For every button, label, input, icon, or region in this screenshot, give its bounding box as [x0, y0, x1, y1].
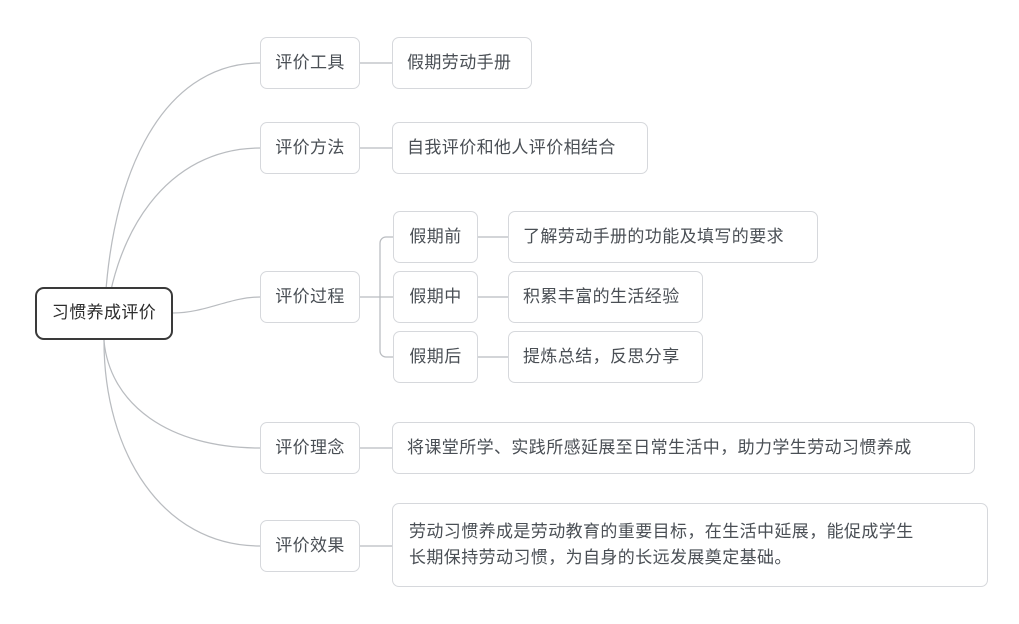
- leaf-node-self-and-peer-evaluation[interactable]: 自我评价和他人评价相结合: [392, 122, 648, 174]
- sub-node-during-holiday[interactable]: 假期中: [393, 271, 478, 323]
- sub-node-before-holiday[interactable]: 假期前: [393, 211, 478, 263]
- leaf-node-during-holiday-detail[interactable]: 积累丰富的生活经验: [508, 271, 703, 323]
- edge-root-to-concept: [103, 340, 261, 449]
- leaf-node-before-holiday-detail[interactable]: 了解劳动手册的功能及填写的要求: [508, 211, 818, 263]
- branch-node-evaluation-concept[interactable]: 评价理念: [260, 422, 360, 474]
- branch-node-evaluation-methods[interactable]: 评价方法: [260, 122, 360, 174]
- leaf-node-holiday-labor-handbook[interactable]: 假期劳动手册: [392, 37, 532, 89]
- edge-root-to-process: [172, 296, 261, 314]
- leaf-node-evaluation-effect-detail[interactable]: 劳动习惯养成是劳动教育的重要目标，在生活中延展，能促成学生 长期保持劳动习惯，为…: [392, 503, 988, 587]
- sub-node-after-holiday[interactable]: 假期后: [393, 331, 478, 383]
- leaf-node-after-holiday-detail[interactable]: 提炼总结，反思分享: [508, 331, 703, 383]
- branch-node-evaluation-tools[interactable]: 评价工具: [260, 37, 360, 89]
- edge-process-bracket: [379, 236, 393, 358]
- branch-node-evaluation-effect[interactable]: 评价效果: [260, 520, 360, 572]
- root-node[interactable]: 习惯养成评价: [35, 287, 173, 340]
- branch-node-evaluation-process[interactable]: 评价过程: [260, 271, 360, 323]
- leaf-node-evaluation-concept-detail[interactable]: 将课堂所学、实践所感延展至日常生活中，助力学生劳动习惯养成: [392, 422, 975, 474]
- edge-root-to-effect: [103, 340, 261, 547]
